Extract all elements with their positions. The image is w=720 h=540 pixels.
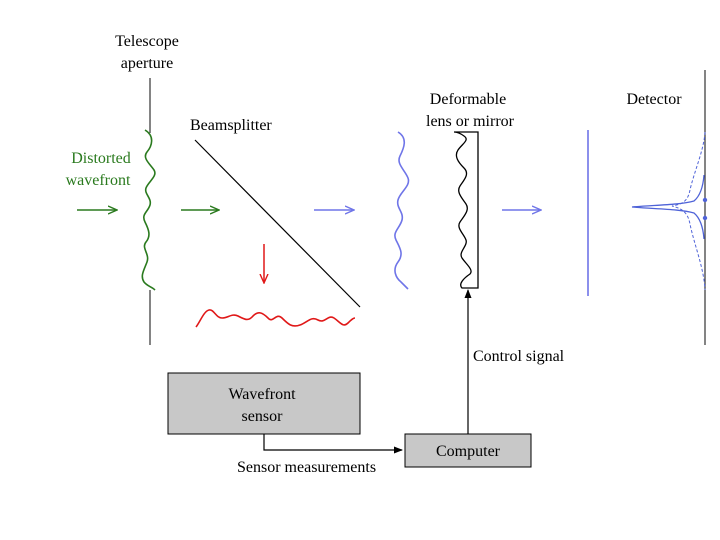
- distorted-label-line2: wavefront: [66, 172, 131, 189]
- deformable-label-line1: Deformable: [430, 91, 506, 108]
- psf-tick: [702, 215, 708, 221]
- distorted-wavefront: [141, 129, 156, 291]
- computer-box: [404, 433, 532, 468]
- distorted-psf: [671, 131, 706, 291]
- reflected-wavefront: [195, 309, 356, 328]
- beamsplitter: [194, 139, 361, 308]
- wavefront-sensor-label-line1: Wavefront: [228, 386, 296, 403]
- pre-correction-wavefront: [394, 131, 410, 290]
- distorted-label-line1: Distorted: [71, 150, 131, 167]
- computer-label: Computer: [436, 443, 501, 460]
- wavefront-sensor-label-line2: sensor: [242, 408, 284, 425]
- sensor-measurements-arrow: [263, 434, 403, 454]
- deformable-label-line2: lens or mirror: [426, 113, 515, 130]
- psf-tick: [702, 197, 708, 203]
- beamsplitter-label: Beamsplitter: [190, 117, 272, 134]
- detector-label: Detector: [626, 91, 682, 108]
- corrected-psf: [631, 174, 705, 240]
- wavefront-sensor-box: [167, 372, 361, 435]
- telescope-label-line1: Telescope: [115, 33, 179, 50]
- deformable-mirror: [453, 131, 479, 289]
- control-signal-label: Control signal: [473, 348, 565, 365]
- telescope-label-line2: aperture: [121, 55, 173, 72]
- sensor-measurements-label: Sensor measurements: [237, 459, 376, 476]
